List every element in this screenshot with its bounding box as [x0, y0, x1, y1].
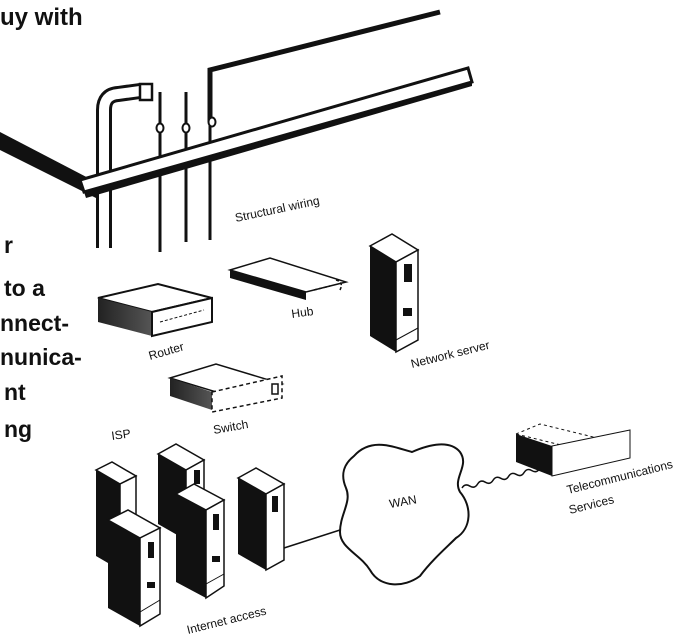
beam-taps — [155, 116, 217, 134]
isp-server-cluster — [94, 443, 286, 628]
switch-device — [167, 363, 285, 413]
label-telecom-line2: Services — [567, 492, 615, 517]
label-isp: ISP — [110, 426, 131, 443]
router-device — [97, 282, 213, 338]
telecom-link — [461, 468, 541, 489]
label-router: Router — [147, 339, 185, 362]
pipe-riser — [96, 82, 154, 248]
label-structural-wiring: Structural wiring — [234, 193, 321, 225]
network-server — [368, 233, 420, 354]
hub-device — [227, 257, 349, 300]
label-wan: WAN — [388, 492, 418, 511]
text-fragment: nnect- — [0, 310, 69, 336]
label-network-server: Network server — [409, 338, 491, 371]
label-internet-access: Internet access — [185, 604, 267, 637]
wan-cloud — [338, 443, 470, 586]
label-hub: Hub — [290, 304, 314, 321]
structural-beam — [0, 66, 474, 198]
telecom-equipment — [514, 423, 632, 477]
text-fragment: nunica- — [0, 344, 82, 370]
text-fragment: nt — [4, 379, 26, 405]
heading-fragment: uy with — [0, 4, 83, 31]
top-cable — [207, 9, 441, 122]
text-fragment: to a — [4, 275, 45, 301]
text-fragment: ng — [4, 416, 33, 442]
wan-link — [283, 529, 341, 549]
label-switch: Switch — [212, 417, 249, 437]
text-fragment: r — [4, 232, 13, 258]
